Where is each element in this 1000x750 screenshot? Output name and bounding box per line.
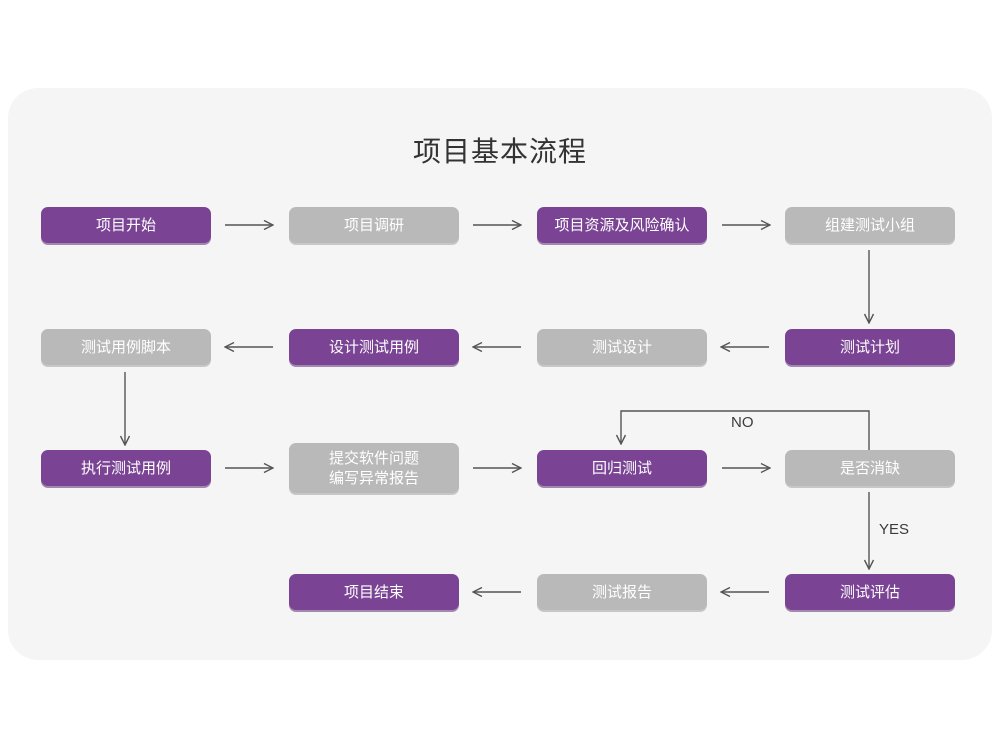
node-design-test-case[interactable]: 设计测试用例 [289,329,459,365]
node-build-test-team[interactable]: 组建测试小组 [785,207,955,243]
node-test-design[interactable]: 测试设计 [537,329,707,365]
node-regression-test[interactable]: 回归测试 [537,450,707,486]
node-project-research[interactable]: 项目调研 [289,207,459,243]
node-defect-cleared[interactable]: 是否消缺 [785,450,955,486]
node-resource-risk-confirm[interactable]: 项目资源及风险确认 [537,207,707,243]
node-execute-test-case[interactable]: 执行测试用例 [41,450,211,486]
node-project-start[interactable]: 项目开始 [41,207,211,243]
node-test-plan[interactable]: 测试计划 [785,329,955,365]
edge-label-no: NO [731,414,754,431]
node-test-report[interactable]: 测试报告 [537,574,707,610]
page-title: 项目基本流程 [412,135,587,168]
node-test-case-script[interactable]: 测试用例脚本 [41,329,211,365]
flowchart-card [8,88,992,660]
node-project-end[interactable]: 项目结束 [289,574,459,610]
node-test-evaluation[interactable]: 测试评估 [785,574,955,610]
edge-label-yes: YES [879,521,910,538]
node-submit-issue-report[interactable]: 提交软件问题 编写异常报告 [289,443,459,493]
